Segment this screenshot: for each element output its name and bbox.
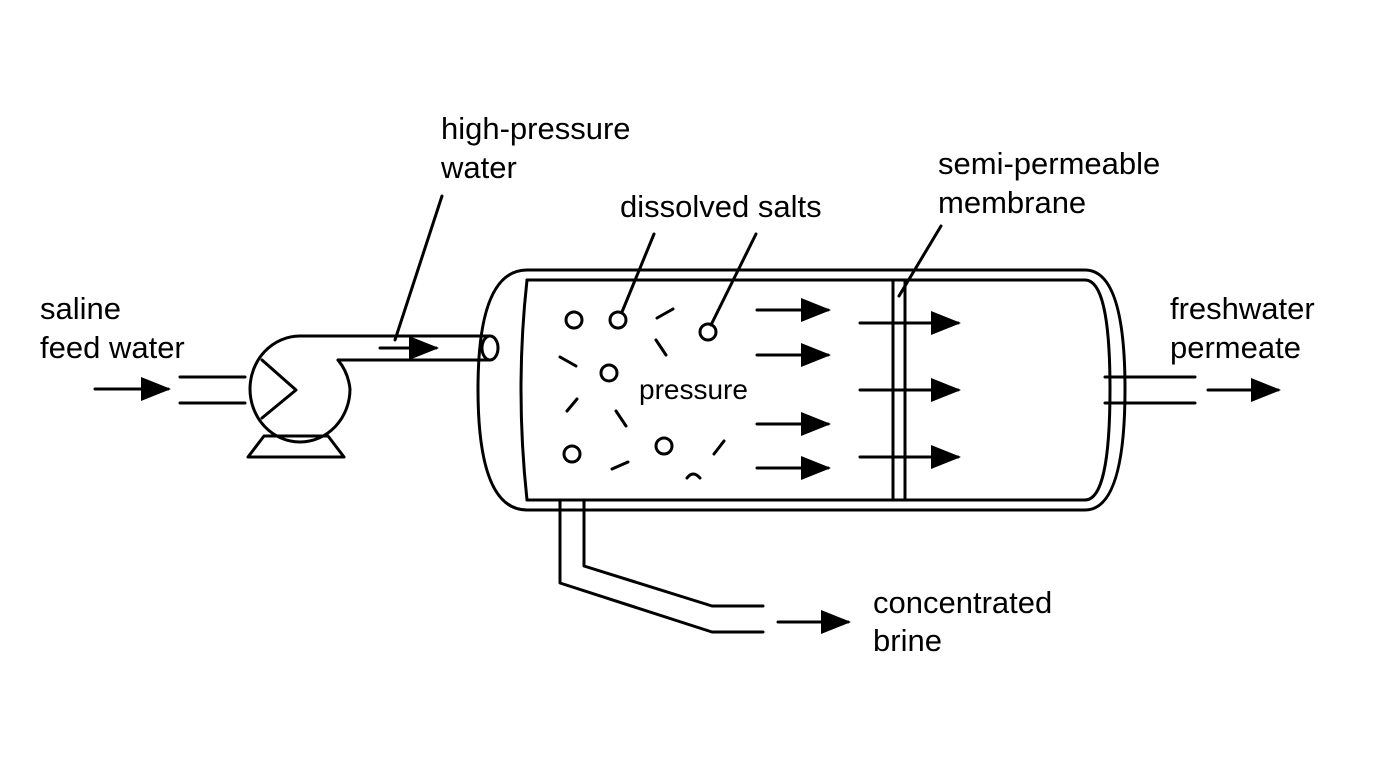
- salt-particle: [685, 472, 702, 480]
- permeate-outlet: [1103, 375, 1281, 405]
- brine-label: concentrated brine: [873, 585, 1061, 658]
- salt-particle: [558, 355, 578, 368]
- feed-label-line-2: feed water: [40, 330, 185, 365]
- labels: saline feed water high-pressure water di…: [40, 111, 1323, 658]
- dissolved-salts-label: dissolved salts: [620, 189, 822, 224]
- salt-particle: [698, 322, 718, 342]
- pressure-label: pressure: [639, 374, 748, 405]
- salt-particle: [562, 444, 582, 464]
- salt-particle: [610, 460, 630, 471]
- pump: [246, 334, 352, 459]
- salt-particle: [614, 409, 628, 428]
- vessel-outer: [476, 268, 1127, 512]
- brine-outlet: [558, 498, 851, 634]
- membrane-label: semi-permeable membrane: [938, 146, 1169, 220]
- membrane-label-line-1: semi-permeable: [938, 146, 1160, 181]
- vessel-inner: [525, 278, 1112, 502]
- pressure-vessel: [476, 268, 1127, 512]
- high-pressure-label: high-pressure water: [440, 111, 639, 185]
- pipe-end: [480, 334, 500, 362]
- feed-label-line-1: saline: [40, 291, 121, 326]
- brine-label-line-1: concentrated: [873, 585, 1052, 620]
- salt-particle: [599, 363, 619, 383]
- salt-particle: [608, 310, 628, 330]
- salt-particle: [712, 439, 726, 456]
- high-pressure-label-line-2: water: [440, 150, 517, 185]
- feed-label: saline feed water: [40, 291, 185, 365]
- high-pressure-label-line-1: high-pressure: [441, 111, 631, 146]
- salt-particle: [654, 338, 668, 357]
- permeate-label: freshwater permeate: [1170, 291, 1323, 365]
- brine-pipe-inner: [582, 498, 765, 608]
- leader-high-pressure: [393, 194, 444, 342]
- permeate-label-line-2: permeate: [1170, 330, 1301, 365]
- salt-particle: [564, 310, 584, 330]
- leader-membrane: [897, 224, 943, 298]
- salt-particle: [655, 307, 675, 320]
- pump-base: [246, 434, 346, 459]
- salt-particle: [654, 436, 674, 456]
- brine-pipe-outer: [558, 498, 765, 634]
- membrane-label-line-2: membrane: [938, 185, 1086, 220]
- permeate-label-line-1: freshwater: [1170, 291, 1315, 326]
- leader-salt-2: [709, 232, 758, 327]
- pump-volute: [248, 334, 352, 444]
- pump-impeller-icon: [260, 358, 298, 420]
- brine-label-line-2: brine: [873, 623, 942, 658]
- leader-salt-1: [620, 232, 656, 314]
- vessel-end-cap: [519, 278, 529, 502]
- salt-particle: [565, 397, 579, 413]
